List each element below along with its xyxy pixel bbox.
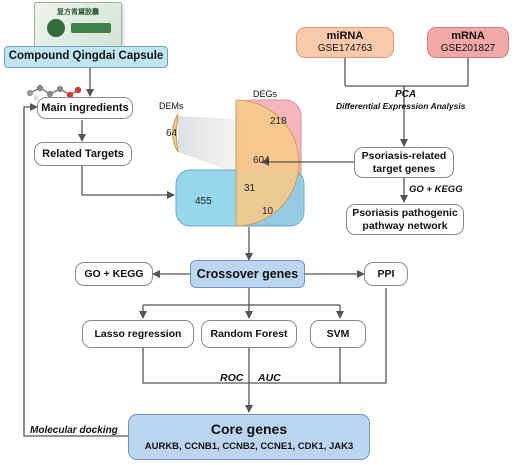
capsule-box-stripe: [71, 23, 111, 33]
capsule-box-image: 复方青黛胶囊: [34, 2, 122, 48]
arrow-targets-to-venn: [81, 166, 175, 199]
molecular-docking-label: Molecular docking: [30, 425, 118, 436]
capsule-box-emblem: [47, 19, 65, 37]
psoriasis-targets-box[interactable]: Psoriasis-related target genes: [354, 147, 454, 178]
molecule-icon: [26, 84, 82, 106]
lasso-regression-box[interactable]: Lasso regression: [82, 320, 194, 348]
go-kegg-box[interactable]: GO + KEGG: [75, 262, 153, 286]
dems-small-set: [172, 113, 179, 153]
venn-dems-degs: 604: [253, 155, 270, 166]
auc-label: AUC: [258, 372, 281, 384]
related-targets-box[interactable]: Related Targets: [34, 142, 132, 166]
venn-dems-label: DEMs: [159, 101, 184, 111]
arrow-docking-loop: [23, 103, 128, 437]
random-forest-box[interactable]: Random Forest: [201, 320, 297, 348]
mrna-dataset-box[interactable]: mRNA GSE201827: [427, 27, 509, 58]
mrna-title: mRNA: [451, 30, 485, 43]
venn-triple: 31: [244, 183, 256, 194]
venn-diagram: [172, 99, 305, 227]
crossover-genes-box[interactable]: Crossover genes: [190, 260, 305, 288]
capsule-box-caption: 复方青黛胶囊: [57, 8, 99, 16]
go-kegg-pathway-label: GO + KEGG: [409, 184, 463, 195]
pca-label: PCA: [395, 89, 417, 100]
venn-targets-only: 455: [195, 196, 212, 207]
svm-box[interactable]: SVM: [310, 320, 366, 348]
pathway-network-box[interactable]: Psoriasis pathogenic pathway network: [346, 204, 464, 235]
roc-label: ROC: [220, 372, 244, 384]
line-lasso-to-merge: [142, 348, 249, 384]
mirna-gse-id: GSE174763: [317, 43, 373, 55]
ppi-box[interactable]: PPI: [364, 262, 408, 286]
core-genes-box[interactable]: Core genes AURKB, CCNB1, CCNB2, CCNE1, C…: [128, 414, 370, 460]
mrna-gse-id: GSE201827: [440, 43, 496, 55]
venn-targets-degs: 10: [262, 206, 274, 217]
line-ppi-to-merge: [340, 288, 387, 384]
venn-degs-label: DEGs: [253, 89, 278, 99]
venn-dems-only: 64: [166, 128, 178, 139]
main-ingredients-box[interactable]: Main ingredients: [37, 97, 133, 119]
compound-qingdai-capsule-box[interactable]: Compound Qingdai Capsule: [4, 46, 168, 68]
mirna-dataset-box[interactable]: miRNA GSE174763: [296, 27, 394, 58]
venn-degs-only: 218: [270, 116, 287, 127]
core-genes-title: Core genes: [210, 421, 288, 438]
mirna-title: miRNA: [326, 30, 364, 43]
core-genes-list: AURKB, CCNB1, CCNB2, CCNE1, CDK1, JAK3: [144, 440, 354, 452]
dea-label: Differential Expression Analysis: [336, 101, 466, 111]
